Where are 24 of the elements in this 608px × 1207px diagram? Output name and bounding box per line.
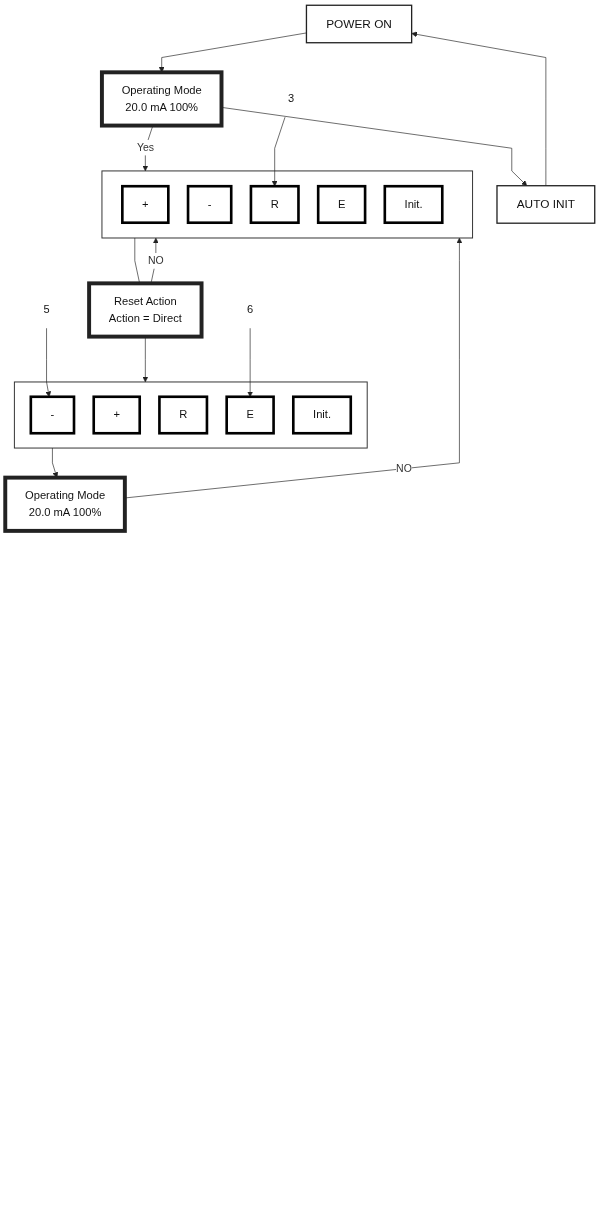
edge-label: NO (396, 462, 412, 474)
node-box: Operating Mode 20.0 mA 100% (3, 475, 127, 533)
edge-label: NO (147, 255, 164, 267)
node-box: Init. (383, 184, 444, 225)
node-box: - (186, 184, 233, 225)
cluster (101, 170, 474, 239)
node-box: + (121, 184, 170, 225)
node-box: E (225, 395, 275, 435)
node-box: E (316, 184, 367, 225)
node-box: POWER ON (305, 4, 413, 44)
node-text: 5 (43, 303, 50, 317)
node-box: R (249, 184, 300, 225)
cluster (13, 381, 368, 449)
node-text: 6 (247, 303, 254, 317)
edge-label: Yes (136, 141, 155, 153)
node-box: - (29, 395, 76, 435)
node-text: 3 (287, 92, 295, 106)
connector (134, 237, 140, 284)
node-box: AUTO INIT (496, 185, 596, 224)
node-box: Operating Mode 20.0 mA 100% (99, 70, 224, 128)
node-box: R (158, 395, 209, 435)
node-box: Reset Action Action = Direct (87, 281, 204, 339)
node-box: Init. (292, 395, 353, 435)
node-box: + (92, 395, 142, 435)
